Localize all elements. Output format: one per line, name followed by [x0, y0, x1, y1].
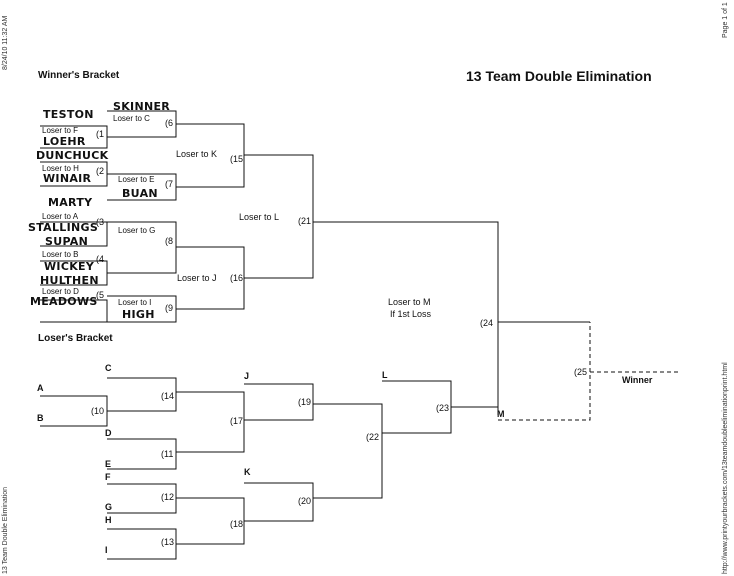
game-22-number: (22 [366, 432, 380, 442]
match-11-line [107, 438, 177, 470]
losers-bracket-heading: Loser's Bracket [38, 333, 113, 344]
game-2-number: (2 [96, 166, 105, 176]
game-1-number: (1 [96, 129, 105, 139]
game-14-number: (14 [161, 391, 175, 401]
note-loser-to-d: Loser to D [42, 287, 79, 296]
game-13-number: (13 [161, 537, 175, 547]
note-loser-to-f: Loser to F [42, 126, 79, 135]
game-24-number: (24 [480, 318, 494, 328]
note-loser-to-h: Loser to H [42, 164, 79, 173]
game-5-number: (5 [96, 290, 105, 300]
player-winair: WINAIR [43, 172, 92, 185]
match-14-line [107, 377, 177, 412]
player-supan: SUPAN [45, 235, 89, 248]
note-loser-to-a: Loser to A [42, 212, 79, 221]
note-loser-to-k: Loser to K [176, 149, 218, 159]
game-7-number: (7 [165, 179, 174, 189]
game-6-number: (6 [165, 118, 174, 128]
note-loser-to-l: Loser to L [239, 212, 280, 222]
print-timestamp: 8/24/10 11:32 AM [2, 15, 9, 70]
game-20-number: (20 [298, 496, 312, 506]
game-8-number: (8 [165, 236, 174, 246]
player-skinner: SKINNER [113, 100, 171, 113]
doc-name: 13 Team Double Elimination [2, 486, 9, 574]
slot-b: B [37, 413, 44, 423]
note-loser-to-j: Loser to J [177, 273, 217, 283]
game-3-number: (3 [96, 217, 105, 227]
winners-bracket-heading: Winner's Bracket [38, 70, 120, 81]
note-loser-to-e: Loser to E [118, 175, 155, 184]
slot-g: G [105, 502, 113, 512]
player-wickey: WICKEY [44, 260, 95, 273]
slot-f: F [105, 472, 111, 482]
winner-label: Winner [622, 375, 653, 385]
slot-d: D [105, 428, 112, 438]
match-25-dashed-line [498, 322, 591, 421]
note-loser-to-m: Loser to M [388, 297, 431, 307]
game-25-number: (25 [574, 367, 588, 377]
game-12-number: (12 [161, 492, 175, 502]
match-5-line [40, 299, 108, 323]
player-teston: TESTON [43, 108, 94, 121]
slot-a: A [37, 383, 44, 393]
player-hulthen: HULTHEN [40, 274, 99, 287]
page-title: 13 Team Double Elimination [466, 68, 652, 84]
note-if-first-loss: If 1st Loss [390, 309, 432, 319]
match-3-line [40, 221, 108, 247]
match-22-line [313, 403, 383, 499]
match-24-line [313, 221, 499, 415]
slot-l: L [382, 370, 388, 380]
player-dunchuck: DUNCHUCK [36, 149, 109, 162]
page-number: Page 1 of 1 [722, 2, 729, 38]
player-loehr: LOEHR [43, 135, 86, 148]
slot-k: K [244, 467, 251, 477]
match-20-line [244, 482, 314, 522]
note-loser-to-b: Loser to B [42, 250, 79, 259]
game-17-number: (17 [230, 416, 244, 426]
slot-e: E [105, 459, 112, 469]
note-loser-to-c: Loser to C [113, 114, 150, 123]
game-18-number: (18 [230, 519, 244, 529]
match-21-line [244, 154, 314, 279]
note-loser-to-i: Loser to I [118, 298, 152, 307]
source-url: http://www.printyourbrackets.com/13teamd… [722, 362, 729, 574]
game-11-number: (11 [161, 449, 174, 459]
game-21-number: (21 [298, 216, 312, 226]
game-16-number: (16 [230, 273, 244, 283]
player-buan: BUAN [122, 187, 158, 200]
game-19-number: (19 [298, 397, 312, 407]
slot-c: C [105, 363, 112, 373]
player-marty: MARTY [48, 196, 93, 209]
slot-m: M [497, 409, 505, 419]
game-9-number: (9 [165, 303, 174, 313]
game-15-number: (15 [230, 154, 244, 164]
game-10-number: (10 [91, 406, 105, 416]
game-23-number: (23 [436, 403, 450, 413]
match-17-line [176, 391, 245, 453]
match-19-line [244, 383, 314, 421]
game-4-number: (4 [96, 254, 105, 264]
slot-h: H [105, 515, 112, 525]
slot-i: I [105, 545, 108, 555]
player-meadows: MEADOWS [30, 295, 98, 308]
player-stallings: STALLINGS [28, 221, 99, 234]
note-loser-to-g: Loser to G [118, 226, 156, 235]
slot-j: J [244, 371, 250, 381]
player-high: HIGH [122, 308, 155, 321]
